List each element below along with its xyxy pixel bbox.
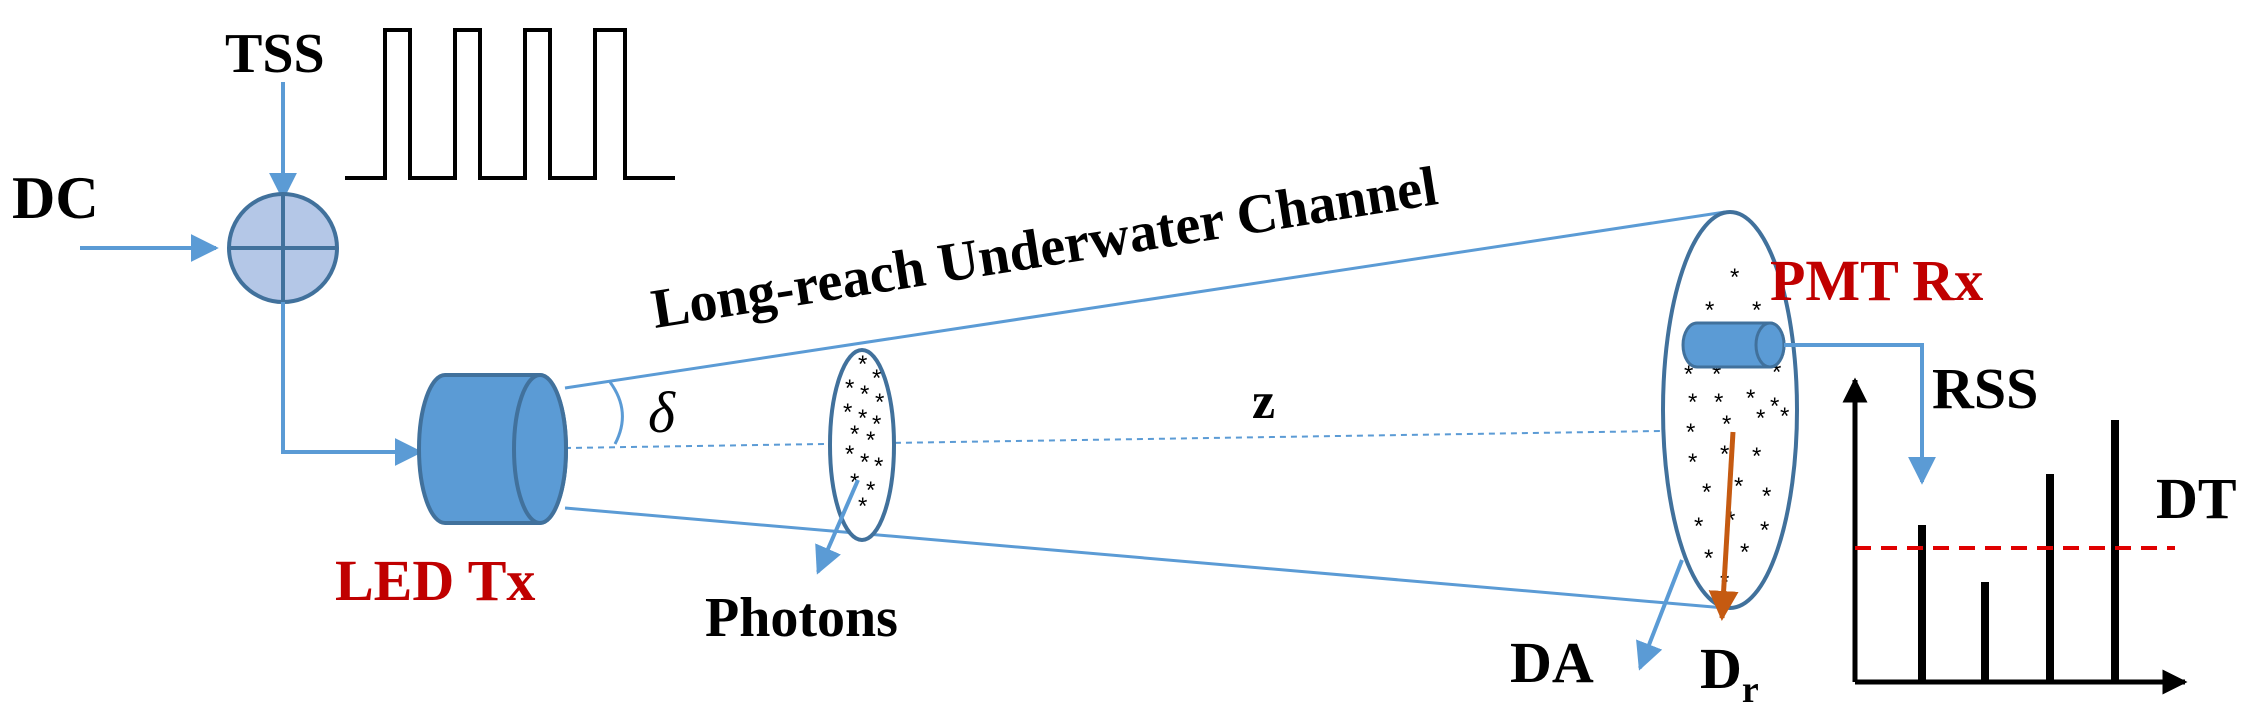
svg-text:*: * bbox=[1722, 411, 1731, 438]
dc-label: DC bbox=[12, 165, 99, 231]
svg-text:*: * bbox=[1760, 517, 1769, 544]
tss-label: TSS bbox=[225, 23, 325, 85]
svg-text:*: * bbox=[866, 427, 875, 454]
svg-text:*: * bbox=[845, 441, 854, 468]
adder-icon bbox=[227, 192, 339, 304]
dr-label-main: D bbox=[1700, 636, 1742, 701]
svg-text:*: * bbox=[1684, 361, 1693, 388]
svg-text:*: * bbox=[858, 351, 867, 378]
svg-text:*: * bbox=[1705, 297, 1714, 324]
svg-text:*: * bbox=[874, 453, 883, 480]
svg-text:*: * bbox=[1772, 359, 1781, 386]
rss-label: RSS bbox=[1932, 356, 2038, 421]
delta-label: δ bbox=[648, 380, 676, 445]
led-icon bbox=[417, 373, 568, 525]
svg-text:*: * bbox=[1740, 539, 1749, 566]
svg-text:*: * bbox=[1762, 483, 1771, 510]
svg-text:*: * bbox=[845, 375, 854, 402]
svg-text:*: * bbox=[1694, 513, 1703, 540]
svg-text:*: * bbox=[1746, 385, 1755, 412]
beam-lower-edge bbox=[564, 506, 1726, 610]
svg-text:*: * bbox=[1752, 443, 1761, 470]
svg-text:*: * bbox=[1730, 264, 1739, 291]
photon-cluster-stars: * * * * * * * * * * * * * * * * bbox=[843, 351, 884, 520]
receiver-radius-arrow bbox=[1708, 431, 1739, 621]
channel-label: Long-reach Underwater Channel bbox=[647, 155, 1441, 341]
svg-text:*: * bbox=[1712, 361, 1721, 388]
svg-text:*: * bbox=[1726, 507, 1735, 534]
svg-text:*: * bbox=[1752, 297, 1761, 324]
pmt-rx-label: PMT Rx bbox=[1770, 248, 1983, 313]
rss-connector-arrow bbox=[1784, 343, 1936, 485]
svg-text:*: * bbox=[1704, 545, 1713, 572]
svg-text:*: * bbox=[1714, 389, 1723, 416]
svg-text:*: * bbox=[850, 469, 859, 496]
adder-to-led-connector bbox=[281, 302, 423, 466]
svg-text:*: * bbox=[1720, 441, 1729, 468]
svg-text:*: * bbox=[1756, 405, 1765, 432]
svg-text:*: * bbox=[1688, 389, 1697, 416]
led-tx-label: LED Tx bbox=[335, 548, 535, 613]
da-label: DA bbox=[1510, 630, 1594, 695]
beam-upper-edge bbox=[564, 210, 1726, 390]
svg-text:*: * bbox=[872, 365, 881, 392]
photon-cluster-ellipse bbox=[828, 348, 896, 542]
svg-text:*: * bbox=[860, 449, 869, 476]
svg-text:*: * bbox=[1770, 393, 1779, 420]
svg-text:*: * bbox=[860, 381, 869, 408]
svg-text:*: * bbox=[866, 477, 875, 504]
distance-z-label: z bbox=[1252, 373, 1275, 430]
svg-text:*: * bbox=[872, 411, 881, 438]
divergence-angle-arc bbox=[608, 381, 624, 445]
beam-axis bbox=[564, 429, 1726, 449]
svg-text:*: * bbox=[843, 399, 852, 426]
svg-text:*: * bbox=[1780, 403, 1789, 430]
svg-text:*: * bbox=[875, 389, 884, 416]
da-arrow bbox=[1636, 559, 1684, 671]
pmt-icon bbox=[1681, 321, 1786, 369]
dt-label: DT bbox=[2156, 466, 2237, 531]
svg-text:*: * bbox=[858, 493, 867, 520]
svg-text:*: * bbox=[1702, 479, 1711, 506]
dr-label-subscript: r bbox=[1742, 669, 1759, 711]
photons-arrow bbox=[815, 479, 860, 575]
photons-label: Photons bbox=[705, 587, 898, 649]
svg-text:*: * bbox=[850, 421, 859, 448]
svg-text:*: * bbox=[858, 405, 867, 432]
svg-text:*: * bbox=[1734, 473, 1743, 500]
tss-square-wave bbox=[345, 28, 675, 180]
svg-text:*: * bbox=[1686, 419, 1695, 446]
svg-text:*: * bbox=[1688, 449, 1697, 476]
dr-label: Dr bbox=[1700, 636, 1759, 711]
